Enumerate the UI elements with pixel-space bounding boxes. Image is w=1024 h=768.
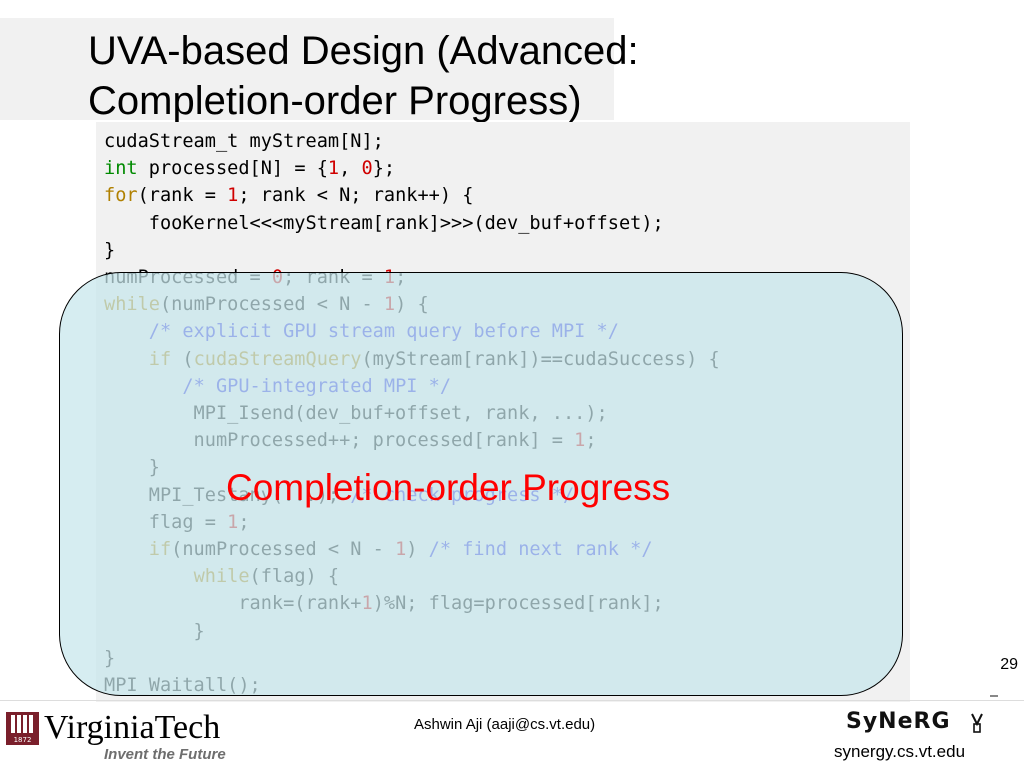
code-text: , [339,158,362,180]
slide-title: UVA-based Design (Advanced: Completion-o… [88,26,768,126]
footer-author: Ashwin Aji (aaji@cs.vt.edu) [414,716,596,733]
synergy-wordmark: SyNeRG [846,709,951,734]
slide-number: 29 [1000,656,1018,673]
slide-title-line-2: Completion-order Progress) [88,79,582,123]
synergy-logo: SyNeRG [846,708,996,736]
slide-title-line-1: UVA-based Design (Advanced: [88,29,639,73]
code-text: ; rank < N; rank++) { [238,185,474,207]
code-number: 1 [327,158,340,180]
overlay-label: Completion-order Progress [226,467,671,508]
code-text: (rank = [137,185,228,207]
code-number: 1 [227,185,239,207]
code-text: fooKernel<<<myStream[rank]>>>(dev_buf+of… [104,212,664,234]
virginia-tech-logo: 1872 VirginiaTech Invent the Future [6,709,246,766]
highlight-overlay [59,272,903,696]
footer-divider [0,700,1024,701]
code-keyword: for [104,185,138,207]
code-number: 0 [361,158,373,180]
code-keyword: int [104,158,138,180]
synergy-url: synergy.cs.vt.edu [834,742,966,761]
virginia-tech-year: 1872 [14,736,32,744]
code-text: processed[N] = { [137,158,328,180]
code-text: } [104,239,116,261]
title-background [0,18,614,120]
synergy-bulb-icon [971,713,983,733]
virginia-tech-wordmark: VirginiaTech [44,709,221,746]
footer-tick-mark [990,695,998,697]
virginia-tech-tagline: Invent the Future [104,746,226,763]
code-text: cudaStream_t myStream[N]; [104,131,384,152]
code-text: }; [372,158,396,180]
virginia-tech-shield-icon: 1872 [6,712,39,745]
